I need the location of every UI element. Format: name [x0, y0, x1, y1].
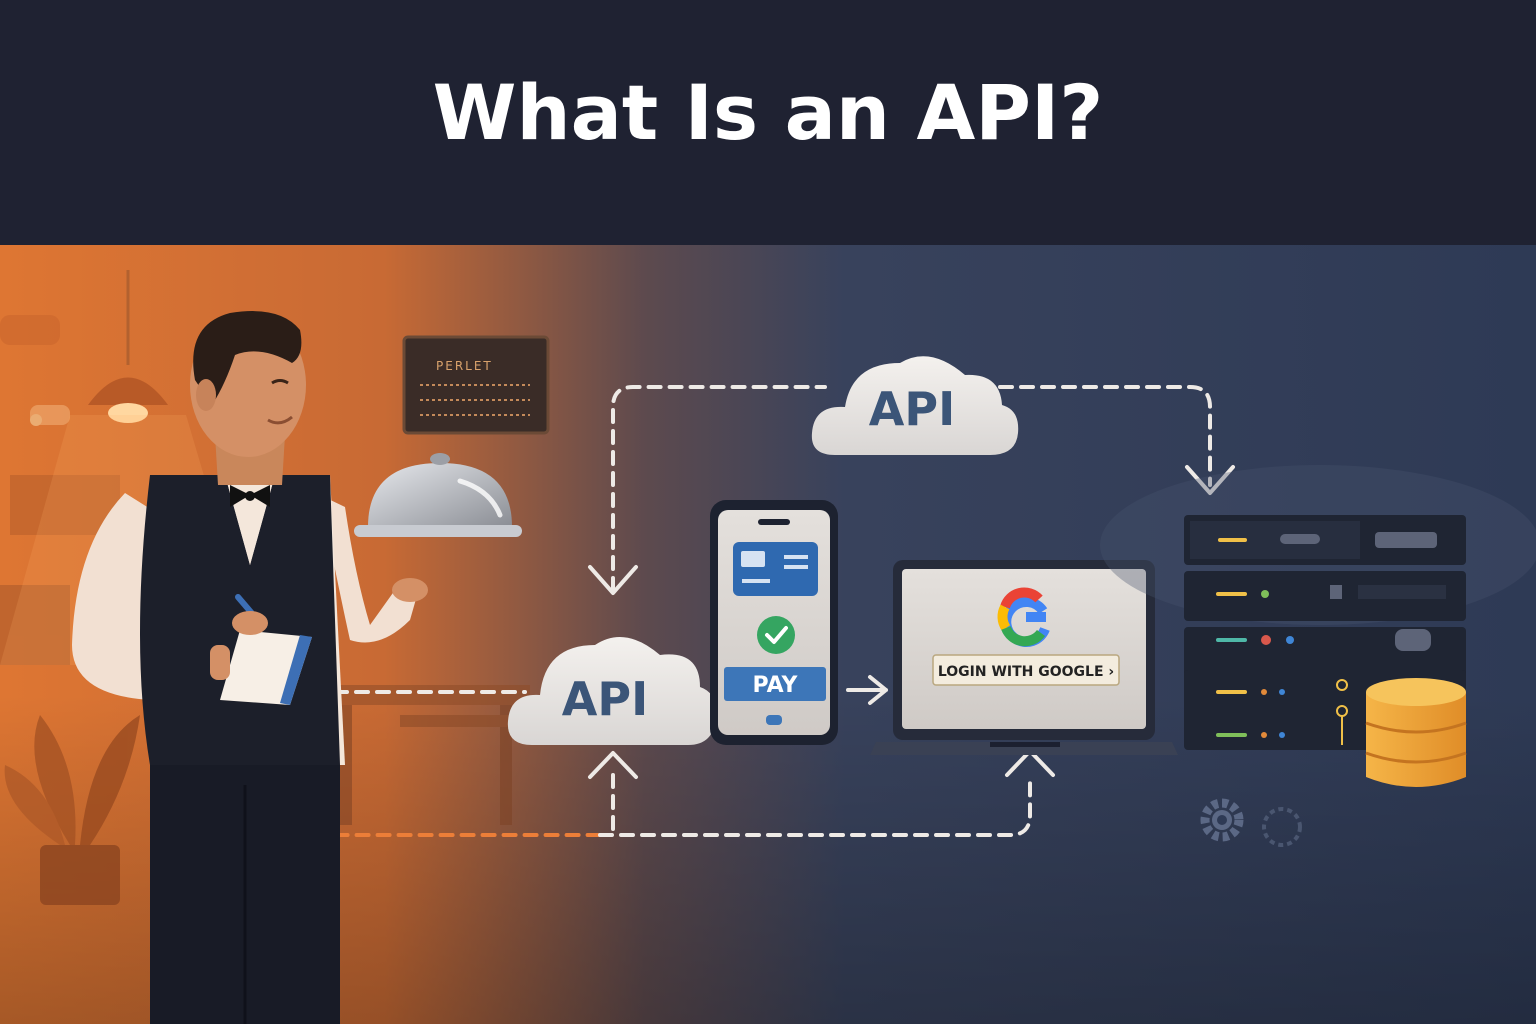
- cloud-top: API: [811, 356, 1019, 455]
- credit-card-icon: [733, 542, 818, 596]
- smartphone: PAY: [710, 500, 838, 745]
- check-icon: [757, 616, 795, 654]
- laptop: LOGIN WITH GOOGLE ›: [870, 560, 1178, 755]
- cloud-top-label: API: [869, 382, 955, 436]
- plant: [4, 715, 140, 905]
- pay-button[interactable]: PAY: [724, 667, 826, 701]
- server-unit-1: [1184, 515, 1466, 565]
- cloud-left-label: API: [562, 672, 648, 726]
- menu-board: PERLET: [402, 335, 550, 435]
- pen: [210, 594, 268, 680]
- database-icon: [1365, 678, 1467, 787]
- cloud-left: API: [507, 637, 717, 745]
- serving-cloche: [354, 453, 522, 537]
- illustration: PERLET: [0, 245, 1536, 1024]
- login-with-google-button[interactable]: LOGIN WITH GOOGLE ›: [932, 654, 1120, 686]
- title-bar: What Is an API?: [0, 0, 1536, 245]
- server-unit-2: [1184, 571, 1466, 621]
- page-title: What Is an API?: [432, 68, 1104, 157]
- server-unit-3: [1184, 627, 1466, 677]
- menu-board-label: PERLET: [436, 359, 493, 373]
- gear-icon: [1200, 798, 1302, 847]
- login-with-google-label: LOGIN WITH GOOGLE ›: [938, 664, 1114, 680]
- pay-button-label: PAY: [753, 673, 799, 698]
- notepad: [220, 630, 312, 705]
- google-logo-icon: [997, 587, 1050, 647]
